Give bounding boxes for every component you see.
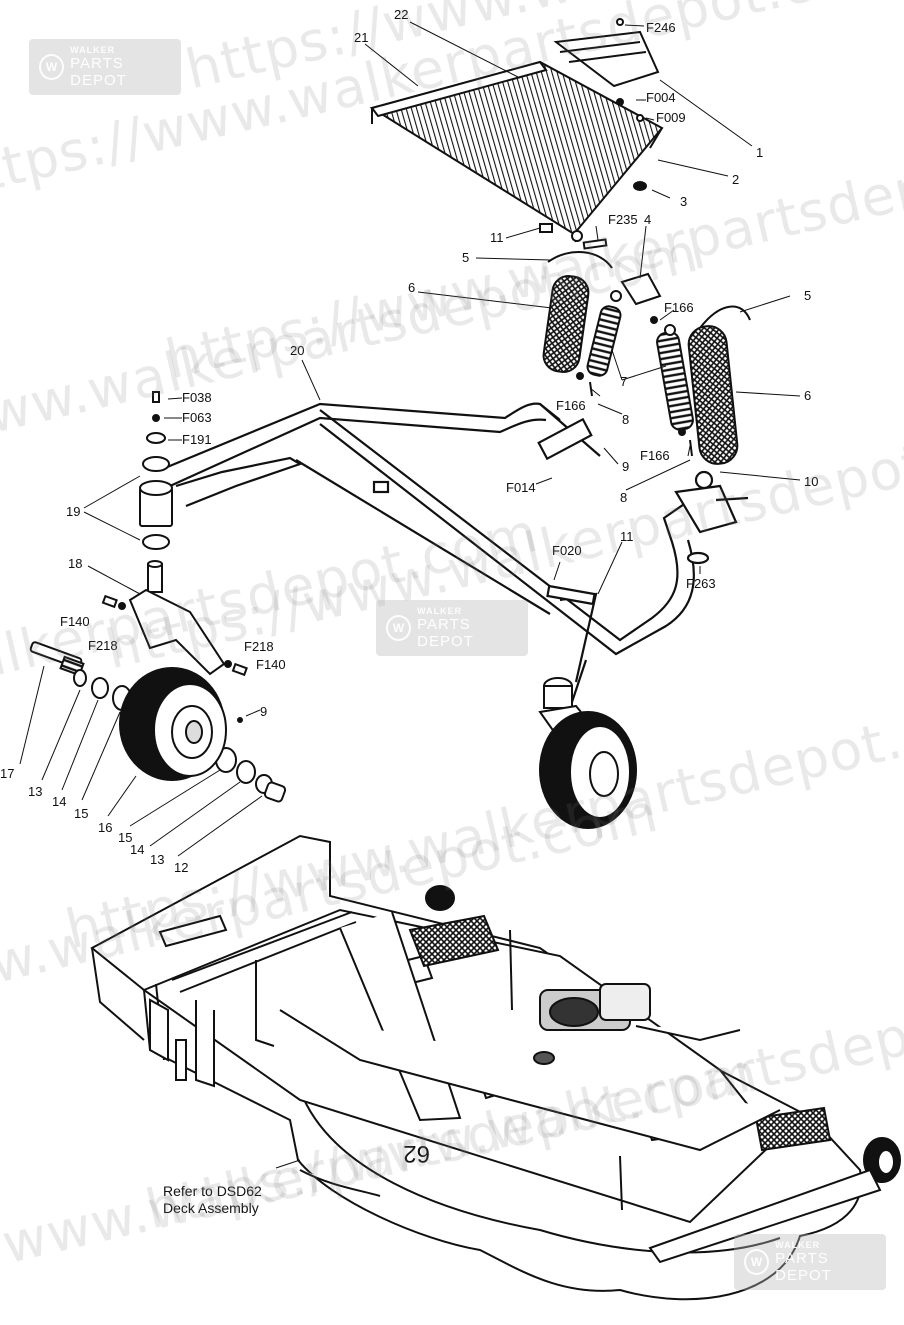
callout-7: 7 [620, 374, 627, 389]
callout-f218-right: F218 [244, 639, 274, 654]
callout-13-left: 13 [28, 784, 42, 799]
callout-19: 19 [66, 504, 80, 519]
callout-f218-left: F218 [88, 638, 118, 653]
callout-f004: F004 [646, 90, 676, 105]
callout-6-left: 6 [408, 280, 415, 295]
callout-f020: F020 [552, 543, 582, 558]
callout-labels: 22 21 F246 F004 F009 1 2 3 F235 4 11 5 5… [0, 7, 818, 875]
callout-15-right: 15 [118, 830, 132, 845]
deck-size-mark: 62 [403, 1140, 430, 1167]
springs-and-grips [542, 250, 751, 465]
callout-17: 17 [0, 766, 14, 781]
callout-11-frame: 11 [620, 529, 634, 544]
callout-16: 16 [98, 820, 112, 835]
mower-deck [90, 834, 901, 1301]
main-frame [159, 402, 749, 721]
callout-22: 22 [394, 7, 408, 22]
callout-10: 10 [804, 474, 818, 489]
callout-6-right: 6 [804, 388, 811, 403]
callout-15-left: 15 [74, 806, 88, 821]
callout-9-frame: 9 [622, 459, 629, 474]
callout-12: 12 [174, 860, 188, 875]
callout-3: 3 [680, 194, 687, 209]
callout-f140-right: F140 [256, 657, 286, 672]
deck-reference-line-2: Deck Assembly [163, 1200, 259, 1216]
right-caster-assembly [538, 677, 637, 829]
callout-8-upper: 8 [622, 412, 629, 427]
callout-14-right: 14 [130, 842, 144, 857]
callout-f235: F235 [608, 212, 638, 227]
callout-f009: F009 [656, 110, 686, 125]
callout-f246: F246 [646, 20, 676, 35]
callout-f038: F038 [182, 390, 212, 405]
callout-18: 18 [68, 556, 82, 571]
callout-f166-left: F166 [556, 398, 586, 413]
callout-4: 4 [644, 212, 651, 227]
callout-f014: F014 [506, 480, 536, 495]
callout-f166-right: F166 [640, 448, 670, 463]
callout-f263: F263 [686, 576, 716, 591]
foot-platform [369, 30, 664, 243]
callout-f191: F191 [182, 432, 212, 447]
deck-reference-line-1: Refer to DSD62 [163, 1183, 262, 1199]
callout-21: 21 [354, 30, 368, 45]
callout-f063: F063 [182, 410, 212, 425]
callout-13-right: 13 [150, 852, 164, 867]
callout-f140-left: F140 [60, 614, 90, 629]
callout-8-lower: 8 [620, 490, 627, 505]
deck-reference-note: Refer to DSD62 Deck Assembly [163, 1183, 262, 1217]
callout-11-top: 11 [490, 230, 504, 245]
callout-5-left: 5 [462, 250, 469, 265]
left-wheel [119, 667, 227, 781]
callout-9-wheel: 9 [260, 704, 267, 719]
callout-2: 2 [732, 172, 739, 187]
leader-lines [19, 21, 801, 1169]
callout-14-left: 14 [52, 794, 66, 809]
callout-20: 20 [290, 343, 304, 358]
callout-f166-upper: F166 [664, 300, 694, 315]
callout-5-right: 5 [804, 288, 811, 303]
callout-1: 1 [756, 145, 763, 160]
